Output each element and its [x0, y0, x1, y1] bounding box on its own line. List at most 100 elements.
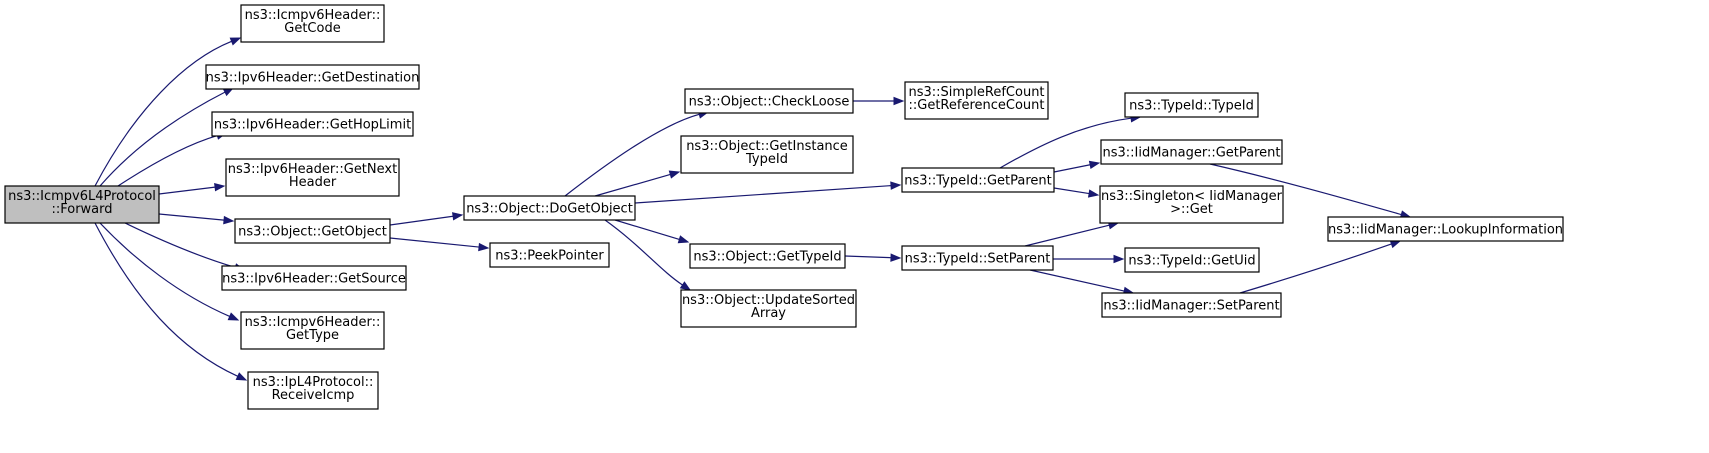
node-getrefcount[interactable]: ns3::SimpleRefCount::GetReferenceCount: [904, 81, 1049, 120]
node-getsource[interactable]: ns3::Ipv6Header::GetSource: [221, 265, 407, 291]
arrowhead-icon: [677, 235, 690, 244]
node-getuid[interactable]: ns3::TypeId::GetUid: [1124, 247, 1260, 273]
node-dogetobject[interactable]: ns3::Object::DoGetObject: [463, 195, 636, 221]
node-label: ns3::Icmpv6L4Protocol: [8, 189, 156, 204]
node-label: ns3::Object::GetTypeId: [693, 250, 841, 265]
node-getdest[interactable]: ns3::Ipv6Header::GetDestination: [205, 64, 420, 90]
node-label: ns3::TypeId::GetUid: [1128, 254, 1255, 269]
node-iid-getparent[interactable]: ns3::IidManager::GetParent: [1100, 139, 1283, 165]
node-box: [1100, 139, 1283, 165]
node-box: [463, 195, 636, 221]
node-label: ns3::Object::CheckLoose: [689, 95, 850, 110]
node-getcode[interactable]: ns3::Icmpv6Header::GetCode: [240, 4, 385, 43]
edge-line: [1024, 224, 1110, 247]
arrowhead-icon: [1389, 240, 1402, 249]
arrowhead-icon: [229, 37, 242, 46]
node-label: TypeId: [745, 152, 788, 167]
node-getobject[interactable]: ns3::Object::GetObject: [234, 218, 391, 244]
node-box: [901, 167, 1055, 193]
node-label: ::GetReferenceCount: [909, 98, 1045, 113]
node-box: [240, 311, 385, 350]
edge-forward-to-receiveicmp: [94, 222, 248, 381]
edge-line: [99, 222, 230, 317]
edge-line: [634, 185, 892, 204]
node-box: [221, 265, 407, 291]
node-label: ns3::Object::GetObject: [238, 225, 387, 240]
node-receiveicmp[interactable]: ns3::IpL4Protocol::ReceiveIcmp: [247, 371, 379, 410]
node-checkloose[interactable]: ns3::Object::CheckLoose: [684, 88, 854, 114]
node-lookupinfo[interactable]: ns3::IidManager::LookupInformation: [1327, 216, 1564, 242]
edge-line: [389, 215, 454, 226]
node-box: [211, 111, 414, 137]
node-label: GetCode: [284, 21, 340, 36]
node-box: [4, 185, 160, 224]
edge-tid-getparent-to-singleton-get: [1053, 187, 1100, 198]
arrowhead-icon: [893, 96, 905, 106]
node-label: Array: [751, 306, 786, 321]
edge-line: [94, 222, 239, 377]
node-iid-setparent[interactable]: ns3::IidManager::SetParent: [1101, 292, 1282, 318]
arrowhead-icon: [214, 182, 226, 192]
edge-forward-to-gethop: [117, 131, 228, 187]
arrowhead-icon: [1087, 189, 1100, 198]
node-box: [1101, 292, 1282, 318]
node-label: ns3::Ipv6Header::GetNext: [228, 162, 397, 177]
node-obj-gettypeid[interactable]: ns3::Object::GetTypeId: [689, 243, 846, 269]
node-singleton-get[interactable]: ns3::Singleton< IidManager>::Get: [1099, 185, 1284, 224]
edge-forward-to-getobject: [158, 213, 235, 225]
node-label: ::Forward: [51, 202, 112, 217]
node-label: ns3::IpL4Protocol::: [253, 375, 374, 390]
edge-line: [1239, 243, 1392, 294]
node-box: [247, 371, 379, 410]
edge-line: [124, 222, 236, 269]
node-label: ns3::Ipv6Header::GetHopLimit: [214, 118, 411, 133]
node-box: [689, 243, 846, 269]
edge-dogetobject-to-tid-getparent: [634, 181, 902, 204]
edge-line: [594, 173, 671, 197]
edge-checkloose-to-getrefcount: [853, 96, 905, 106]
edge-forward-to-getnext: [158, 182, 226, 195]
node-label: ns3::Singleton< IidManager: [1101, 189, 1283, 204]
node-box: [489, 242, 610, 268]
edge-line: [1209, 163, 1402, 216]
arrowhead-icon: [1113, 254, 1125, 264]
node-label: ns3::Icmpv6Header::: [245, 8, 381, 23]
node-label: ns3::Icmpv6Header::: [245, 315, 381, 330]
arrowhead-icon: [452, 212, 464, 221]
node-label: Header: [289, 175, 337, 190]
edge-line: [1053, 187, 1090, 195]
edge-dogetobject-to-updatesorted: [604, 219, 692, 291]
node-tid-getparent[interactable]: ns3::TypeId::GetParent: [901, 167, 1055, 193]
node-box: [234, 218, 391, 244]
node-gethop[interactable]: ns3::Ipv6Header::GetHopLimit: [211, 111, 414, 137]
node-tid-ctor[interactable]: ns3::TypeId::TypeId: [1124, 92, 1259, 118]
node-peekpointer[interactable]: ns3::PeekPointer: [489, 242, 610, 268]
node-label: ns3::TypeId::TypeId: [1129, 99, 1254, 114]
edge-tid-setparent-to-singleton-get: [1024, 221, 1120, 247]
edge-obj-gettypeid-to-tid-setparent: [844, 253, 902, 262]
nodes-layer: ns3::Icmpv6L4Protocol::Forwardns3::Icmpv…: [4, 4, 1564, 410]
edge-line: [158, 213, 225, 221]
node-label: ns3::Object::GetInstance: [686, 139, 848, 154]
edge-tid-getparent-to-iid-getparent: [1053, 160, 1101, 173]
node-label: ns3::SimpleRefCount: [908, 85, 1044, 100]
node-gettype[interactable]: ns3::Icmpv6Header::GetType: [240, 311, 385, 350]
node-label: ns3::IidManager::GetParent: [1102, 146, 1280, 161]
arrowhead-icon: [890, 181, 902, 190]
node-label: GetType: [286, 328, 339, 343]
edges-layer: [94, 37, 1412, 381]
edge-line: [99, 91, 226, 187]
edge-forward-to-gettype: [99, 222, 240, 321]
arrowhead-icon: [235, 372, 248, 381]
node-label: ns3::TypeId::SetParent: [905, 252, 1051, 267]
edge-dogetobject-to-getinstancetypeid: [594, 170, 681, 197]
arrowhead-icon: [478, 242, 490, 252]
node-label: ns3::TypeId::GetParent: [904, 174, 1052, 189]
node-box: [904, 81, 1049, 120]
node-tid-setparent[interactable]: ns3::TypeId::SetParent: [901, 245, 1054, 271]
node-forward[interactable]: ns3::Icmpv6L4Protocol::Forward: [4, 185, 160, 224]
